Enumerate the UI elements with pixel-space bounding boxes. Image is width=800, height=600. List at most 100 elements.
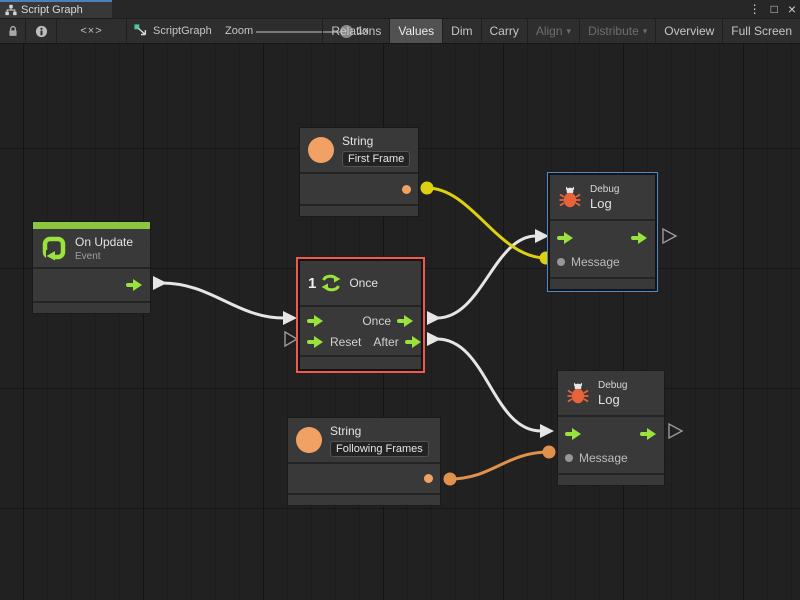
zoom-label: Zoom [225, 25, 254, 37]
string-type-icon [296, 427, 322, 453]
script-graph-icon [134, 24, 147, 36]
node-string-following-frames[interactable]: String Following Frames [288, 418, 440, 505]
inspect-button[interactable] [26, 19, 57, 43]
node-title: String [342, 133, 374, 148]
zoom-slider-track[interactable] [256, 31, 352, 33]
graph-asset-label: ScriptGraph [153, 25, 212, 37]
debug-bug-icon [567, 382, 589, 404]
wire-after-to-debug-bottom[interactable] [436, 337, 542, 433]
node-once[interactable]: 1 Once Once [300, 261, 421, 369]
string-type-icon [308, 137, 334, 163]
info-icon [35, 25, 47, 37]
string-value-input[interactable]: Following Frames [330, 440, 429, 457]
align-dropdown[interactable]: Align▾ [526, 19, 579, 43]
distribute-dropdown[interactable]: Distribute▾ [579, 19, 655, 43]
node-footer [300, 206, 418, 216]
lock-icon [8, 25, 17, 36]
once-count-badge: 1 [308, 274, 317, 292]
message-label: Message [571, 255, 620, 269]
debug-top-trigger-input-port[interactable] [557, 231, 574, 245]
lock-button[interactable] [0, 19, 26, 43]
node-debug-log-top[interactable]: Debug Log Message [550, 175, 655, 289]
selection-outline-once: 1 Once Once [296, 257, 425, 373]
node-footer [558, 475, 664, 485]
window-menu-icon[interactable]: ⋮ [748, 2, 761, 16]
node-title: On Update [75, 234, 134, 249]
after-output-label: After [373, 334, 399, 349]
full-screen-button[interactable]: Full Screen [722, 19, 800, 43]
debug-top-message-input-port[interactable] [557, 258, 565, 266]
node-subtitle: Event [75, 250, 101, 262]
string-output-port[interactable] [424, 474, 433, 483]
once-output-port[interactable] [397, 314, 414, 328]
dim-label: Dim [451, 24, 473, 38]
once-output-label: Once [362, 313, 391, 328]
after-output-port[interactable] [404, 335, 422, 349]
string-following-wire-dot [443, 472, 457, 486]
tab-script-graph[interactable]: Script Graph [0, 0, 112, 18]
dim-button[interactable]: Dim [442, 19, 480, 43]
wire-once-to-debug-top[interactable] [436, 234, 537, 320]
wire-string-first-to-message[interactable] [426, 186, 547, 260]
node-title: String [330, 423, 362, 438]
debug-bug-icon [559, 186, 581, 208]
once-trigger-input-port[interactable] [307, 314, 324, 328]
carry-label: Carry [489, 24, 519, 38]
node-title: Once [349, 276, 379, 290]
debug-bottom-input-arrowhead [540, 424, 554, 438]
distribute-label: Distribute [588, 24, 639, 38]
relations-button[interactable]: Relations [322, 19, 389, 43]
debug-top-output-marker[interactable] [662, 227, 678, 245]
string-output-port[interactable] [402, 184, 411, 194]
overview-label: Overview [664, 24, 715, 38]
string-value-input[interactable]: First Frame [342, 150, 411, 167]
window-controls: ⋮ □ × [749, 0, 796, 18]
toolbar-buttons: Relations Values Dim Carry Align▾ Distri… [322, 19, 800, 43]
edit-source-button[interactable]: <×> [57, 19, 127, 43]
node-category: Debug [598, 379, 628, 391]
values-label: Values [398, 24, 435, 38]
node-category: Debug [590, 183, 620, 195]
debug-bottom-trigger-output-port[interactable] [640, 427, 657, 441]
debug-bottom-message-input-port[interactable] [565, 454, 573, 462]
wire-on-update-to-once[interactable] [161, 281, 285, 320]
message-label: Message [579, 451, 628, 465]
node-footer [300, 357, 421, 369]
debug-bottom-output-marker[interactable] [668, 422, 684, 440]
cycle-icon [321, 274, 341, 292]
overview-button[interactable]: Overview [655, 19, 722, 43]
zoom-value: 1x [357, 25, 369, 37]
string-first-wire-dot [420, 181, 434, 195]
graph-asset-indicator[interactable] [134, 19, 148, 43]
on-update-trigger-output-port[interactable] [126, 278, 143, 292]
carry-button[interactable]: Carry [480, 19, 527, 43]
node-title: Log [590, 195, 612, 211]
once-output-once-marker[interactable] [427, 311, 441, 325]
graph-canvas[interactable]: String First Frame On Update [0, 44, 800, 600]
once-reset-input-port[interactable] [307, 335, 324, 349]
debug-top-trigger-output-port[interactable] [631, 231, 648, 245]
full-screen-label: Full Screen [731, 24, 792, 38]
chevron-down-icon: ▾ [566, 25, 572, 36]
node-on-update[interactable]: On Update Event [33, 222, 150, 313]
values-button[interactable]: Values [389, 19, 443, 43]
window-close-icon[interactable]: × [787, 1, 796, 17]
tab-title: Script Graph [21, 4, 83, 16]
once-output-after-marker[interactable] [427, 332, 441, 346]
node-string-first-frame[interactable]: String First Frame [300, 128, 418, 216]
reset-input-label: Reset [330, 334, 362, 349]
on-update-output-marker[interactable] [153, 276, 167, 290]
event-accent-bar [33, 222, 150, 229]
relations-label: Relations [331, 24, 382, 38]
node-debug-log-bottom[interactable]: Debug Log Message [558, 371, 664, 485]
zoom-slider-handle[interactable] [340, 25, 353, 38]
chevron-down-icon: ▾ [642, 25, 648, 36]
node-footer [33, 303, 150, 313]
node-footer [550, 279, 655, 289]
wire-string-following-to-message[interactable] [449, 450, 550, 481]
selection-outline-debug-top: Debug Log Message [547, 172, 658, 292]
node-title: Log [598, 391, 620, 407]
window-maximize-icon[interactable]: □ [770, 2, 778, 16]
graph-toolbar: <×> ScriptGraph Zoom 1x Relations Values… [0, 18, 800, 44]
debug-bottom-trigger-input-port[interactable] [565, 427, 582, 441]
